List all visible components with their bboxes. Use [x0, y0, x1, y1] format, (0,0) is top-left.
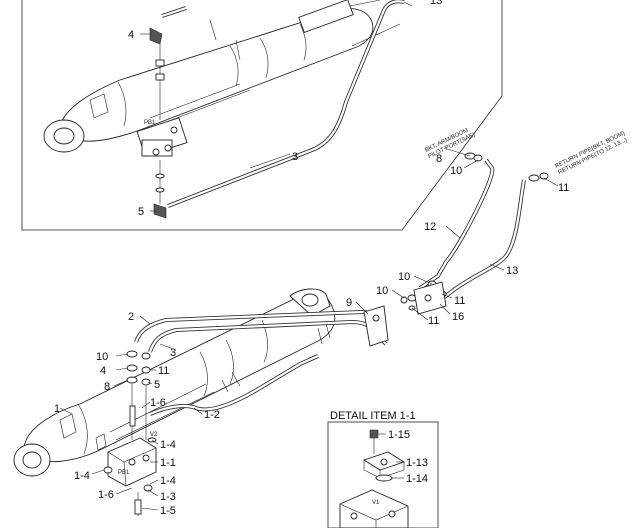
- callout-10-pilot: 10: [450, 165, 462, 177]
- callout-10-c: 10: [376, 285, 388, 297]
- callout-9: 9: [346, 297, 352, 309]
- valve-block-1-1: PB1 V2: [107, 432, 158, 487]
- boom-cylinder-top: [43, 0, 401, 153]
- callout-4-main: 4: [100, 365, 106, 377]
- fitting-4-top: [149, 27, 165, 120]
- svg-text:PB1: PB1: [118, 470, 130, 476]
- callout-1-3: 1-3: [160, 491, 176, 503]
- callout-11-return: 11: [558, 182, 569, 194]
- callout-1-13: 1-13: [406, 457, 428, 469]
- svg-text:V2: V2: [150, 432, 158, 438]
- fitting-5-top: [153, 160, 167, 219]
- callout-1-2: 1-2: [204, 409, 220, 421]
- pipe-3-top: [161, 0, 413, 208]
- callout-1-15: 1-15: [388, 429, 410, 441]
- callout-11-c: 11: [428, 315, 439, 327]
- detail-item-box: V1: [327, 421, 439, 528]
- callout-1-14: 1-14: [406, 473, 428, 485]
- callout-1-4-a: 1-4: [160, 439, 176, 451]
- callout-11-d: 11: [158, 365, 169, 377]
- callout-8-pilot: 8: [436, 153, 442, 165]
- pipe-13: [427, 179, 526, 306]
- callout-1-6-b: 1-6: [98, 489, 114, 501]
- callout-1: 1: [54, 403, 60, 415]
- callout-1-5: 1-5: [160, 505, 176, 517]
- callout-1-4-b: 1-4: [74, 470, 90, 482]
- boom-cylinder-main: [13, 288, 336, 477]
- callout-10-b: 10: [398, 271, 410, 283]
- callout-1-4-c: 1-4: [160, 475, 176, 487]
- callout-1-6-top: 1-6: [150, 397, 166, 409]
- svg-text:V1: V1: [372, 500, 380, 506]
- callout-8-main: 8: [104, 381, 110, 393]
- pipe-1-2: [149, 354, 319, 416]
- callout-2: 2: [128, 311, 134, 323]
- callout-5-top: 5: [138, 206, 144, 218]
- fitting-stack-lower: [103, 350, 157, 516]
- top-inset-panel: [21, 0, 503, 231]
- callout-4-top: 4: [128, 29, 134, 41]
- callout-5-main: 5: [154, 379, 160, 391]
- svg-text:PB1: PB1: [144, 120, 156, 126]
- callout-3-main: 3: [170, 347, 176, 359]
- callout-11-b: 11: [454, 295, 465, 307]
- clamp-9: [363, 305, 389, 347]
- callout-3-top: 3: [292, 151, 298, 163]
- detail-title: DETAIL ITEM 1-1: [330, 410, 416, 422]
- pipe-12: [418, 158, 495, 290]
- callout-labels: 4 5 3 13 8 10 11 12 13 10 10 11 11 16 9 …: [54, 0, 569, 517]
- leader-lines: [59, 33, 559, 511]
- callout-1-1: 1-1: [160, 457, 176, 469]
- return-pipe-note: RETURN PIPE(BKT, BOOM) RETURN PIPE(TO 12…: [554, 131, 628, 176]
- valve-block-top: PB1: [136, 117, 188, 157]
- detail-labels: DETAIL ITEM 1-1 1-15 1-13 1-14: [330, 410, 428, 485]
- callout-16: 16: [452, 311, 464, 323]
- callout-13: 13: [506, 265, 518, 277]
- callout-10-d: 10: [96, 351, 108, 363]
- callout-13-top: 13: [430, 0, 442, 7]
- bracket-16: [413, 281, 447, 315]
- return-note-line1: RETURN PIPE(BKT, BOOM): [554, 131, 626, 170]
- callout-12: 12: [424, 221, 436, 233]
